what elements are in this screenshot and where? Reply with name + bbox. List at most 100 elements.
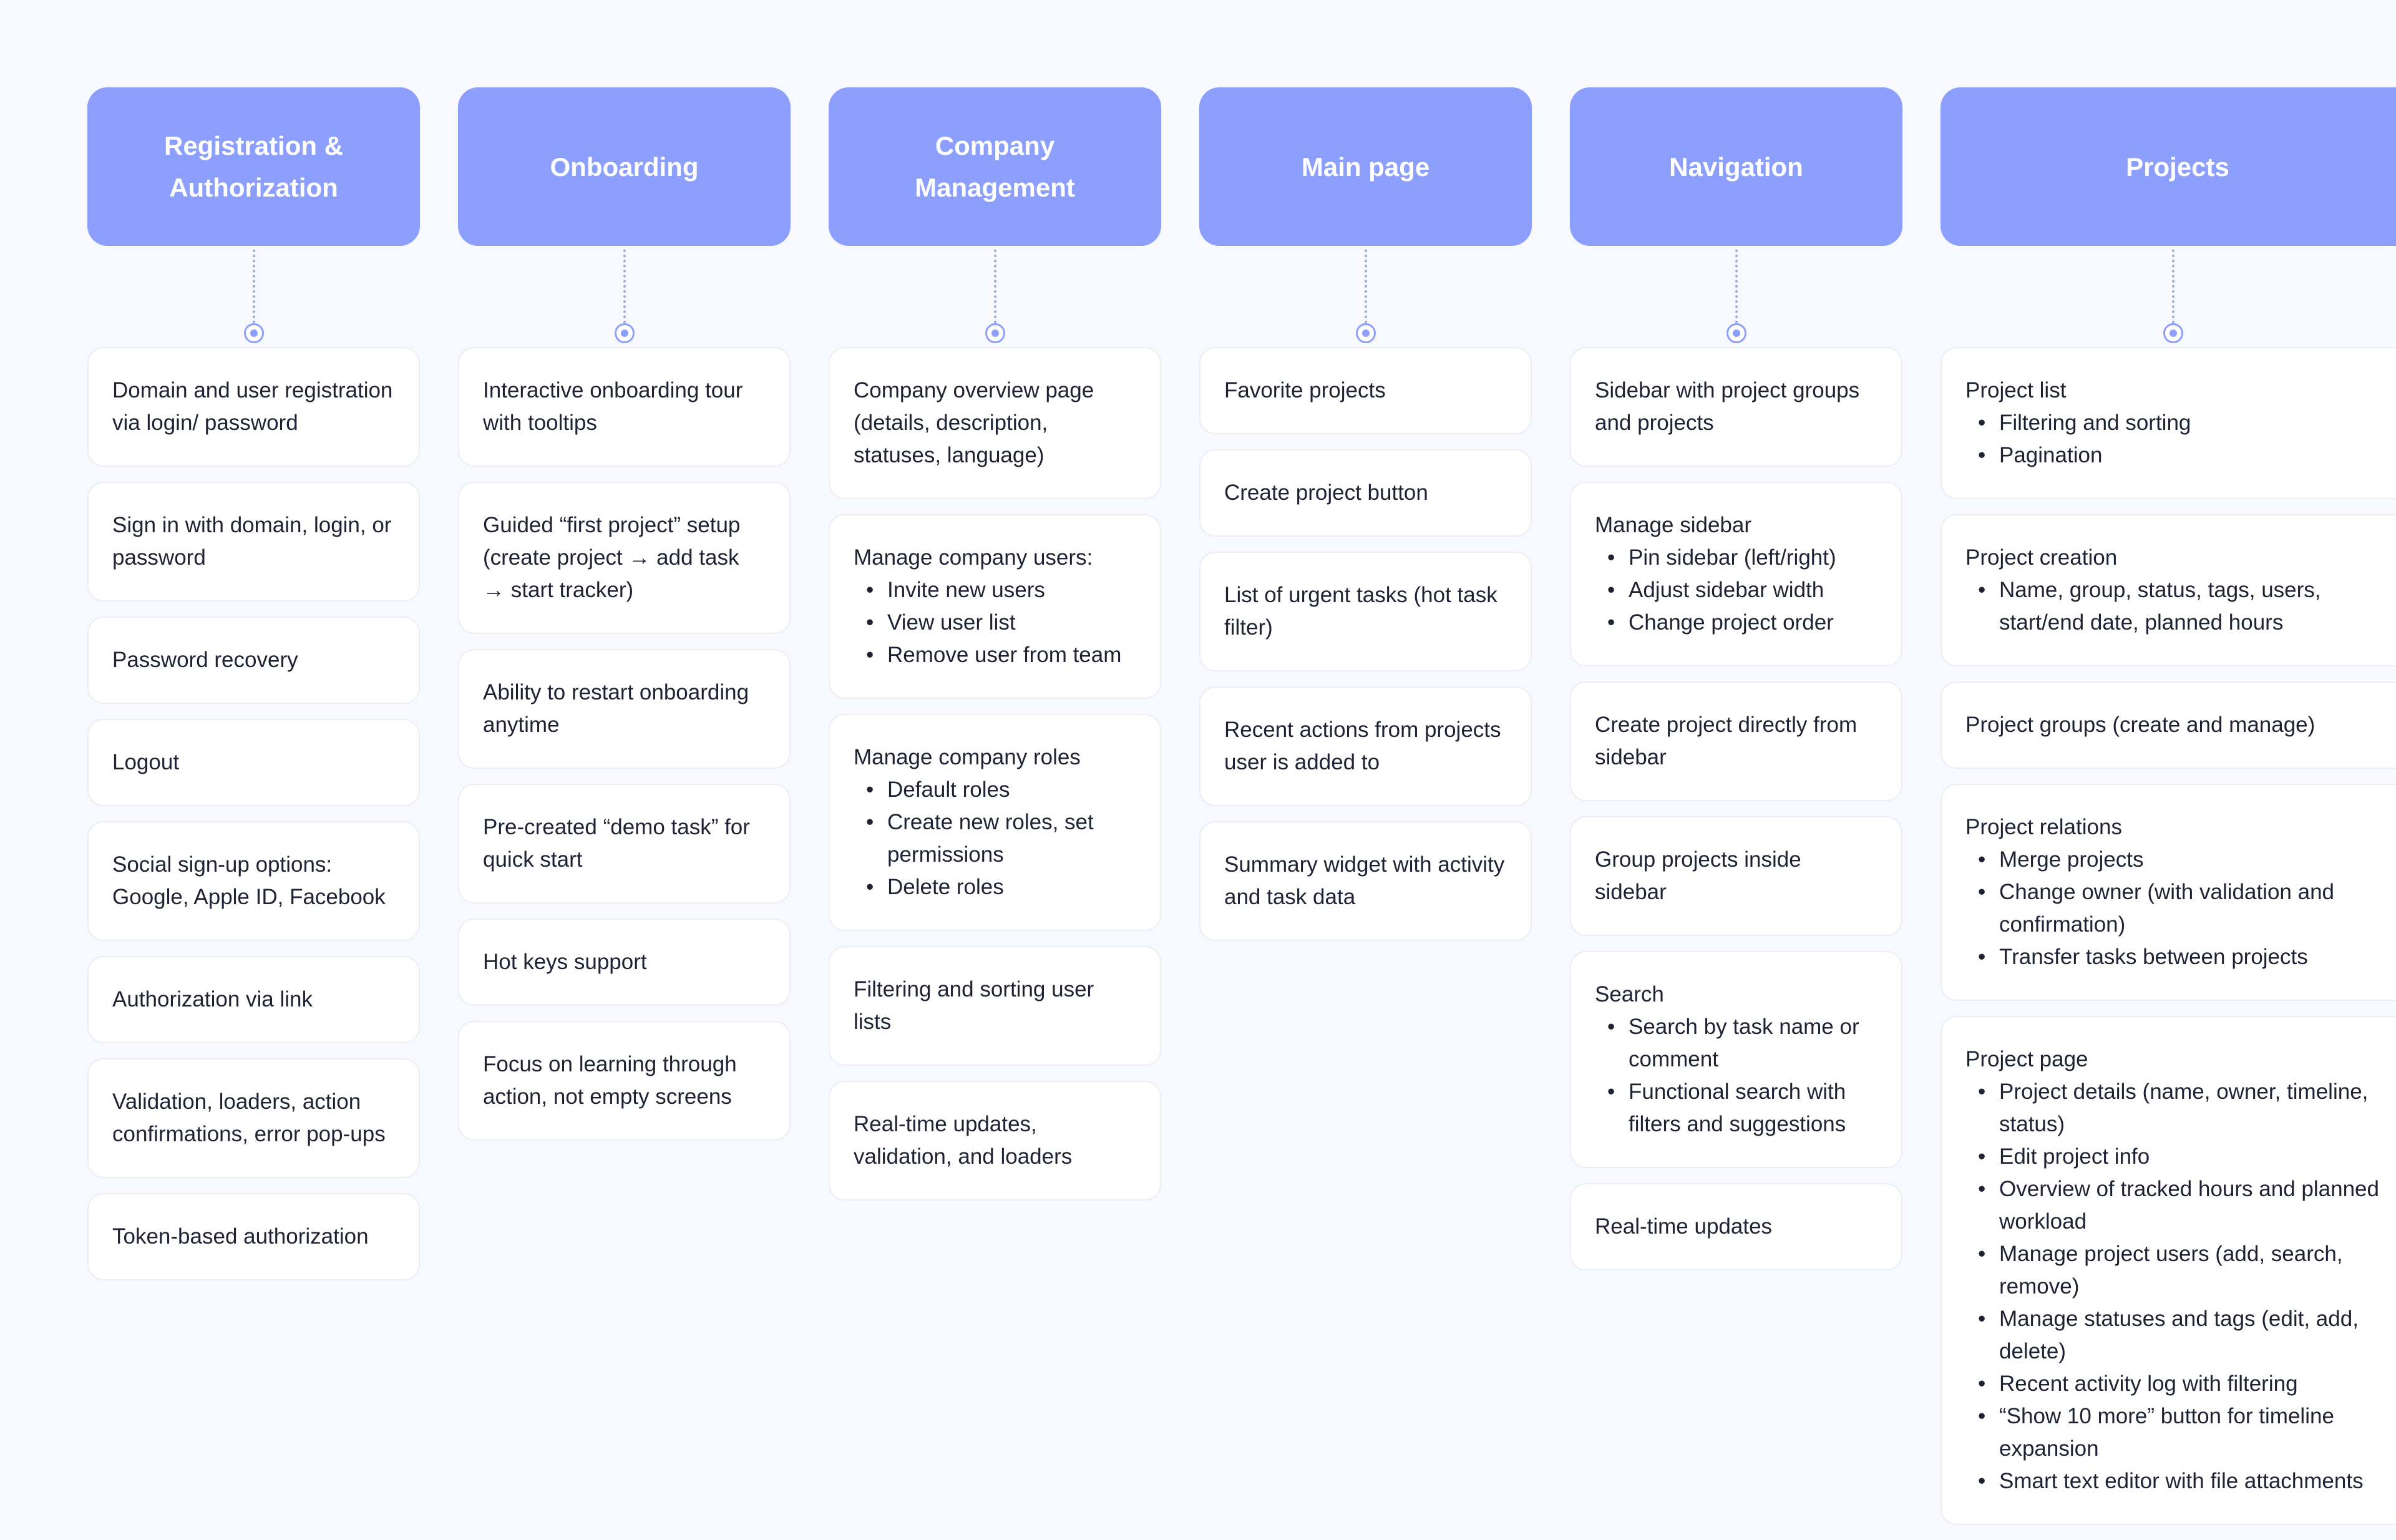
connector (1941, 246, 2396, 343)
feature-card: Focus on learning through action, not em… (458, 1021, 791, 1141)
feature-card-title: List of urgent tasks (hot task filter) (1224, 583, 1497, 640)
feature-sublist: Search by task name or commentFunctional… (1595, 1011, 1877, 1141)
column-header: Navigation (1570, 87, 1902, 246)
feature-card-title: Real-time updates, validation, and loade… (854, 1112, 1073, 1169)
connector (1570, 246, 1902, 343)
feature-sublist-item: Project details (name, owner, timeline, … (1965, 1076, 2390, 1141)
feature-card: Recent actions from projects user is add… (1199, 686, 1532, 806)
feature-card-title: Create project button (1224, 480, 1428, 505)
feature-card-title: Create project directly from sidebar (1595, 713, 1858, 769)
feature-card-title: Sidebar with project groups and projects (1595, 378, 1860, 435)
column-header: Projects (1941, 87, 2396, 246)
feature-card: Guided “first project” setup (create pro… (458, 482, 791, 634)
feature-sublist: Project details (name, owner, timeline, … (1965, 1076, 2390, 1498)
column-header: Main page (1199, 87, 1532, 246)
feature-card-title: Project creation (1965, 545, 2118, 570)
feature-card-title: Interactive onboarding tour with tooltip… (483, 378, 743, 435)
feature-sublist-item: Transfer tasks between projects (1965, 941, 2390, 973)
feature-card: Ability to restart onboarding anytime (458, 649, 791, 769)
dotted-connector-line (1364, 250, 1367, 323)
feature-card-title: Recent actions from projects user is add… (1224, 718, 1501, 774)
feature-card: List of urgent tasks (hot task filter) (1199, 552, 1532, 671)
feature-card-title: Guided “first project” setup (create pro… (483, 513, 741, 602)
feature-list: Domain and user registration via login/ … (87, 347, 420, 1280)
column-header-title: Onboarding (550, 152, 699, 182)
feature-card-title: Company overview page (details, descript… (854, 378, 1094, 467)
column-header: Registration & Authorization (87, 87, 420, 246)
feature-card-title: Sign in with domain, login, or password (112, 513, 392, 570)
feature-sublist-item: Name, group, status, tags, users, start/… (1965, 574, 2390, 639)
feature-card-title: Project groups (create and manage) (1965, 713, 2316, 737)
feature-sublist-item: Remove user from team (854, 639, 1136, 671)
feature-card-title: Project page (1965, 1047, 2088, 1071)
feature-card-title: Manage sidebar (1595, 513, 1751, 537)
feature-card: Project listFiltering and sortingPaginat… (1941, 347, 2396, 499)
feature-sublist-item: Functional search with filters and sugge… (1595, 1076, 1877, 1141)
column-header: Onboarding (458, 87, 791, 246)
feature-sublist-item: Pin sidebar (left/right) (1595, 542, 1877, 574)
feature-card: Social sign-up options: Google, Apple ID… (87, 821, 420, 941)
feature-card-title: Validation, loaders, action confirmation… (112, 1089, 386, 1146)
feature-sublist-item: Change project order (1595, 607, 1877, 639)
feature-card-title: Pre-created “demo task” for quick start (483, 815, 750, 872)
feature-card: Interactive onboarding tour with tooltip… (458, 347, 791, 467)
feature-card: Logout (87, 719, 420, 806)
feature-card: Manage sidebarPin sidebar (left/right)Ad… (1570, 482, 1902, 666)
feature-card-title: Domain and user registration via login/ … (112, 378, 393, 435)
feature-card-title: Summary widget with activity and task da… (1224, 852, 1505, 909)
column-header-title: Main page (1301, 152, 1430, 182)
feature-sublist-item: Change owner (with validation and confir… (1965, 876, 2390, 941)
feature-card: Project creationName, group, status, tag… (1941, 514, 2396, 666)
feature-card-title: Social sign-up options: Google, Apple ID… (112, 852, 386, 909)
connector-node-icon (1726, 323, 1746, 343)
feature-card: Hot keys support (458, 919, 791, 1006)
feature-card: Manage company rolesDefault rolesCreate … (829, 714, 1161, 931)
feature-card: Pre-created “demo task” for quick start (458, 784, 791, 904)
feature-card-title: Password recovery (112, 648, 298, 672)
column-header-title: Projects (2126, 152, 2229, 182)
feature-list: Company overview page (details, descript… (829, 347, 1161, 1201)
feature-card-title: Search (1595, 982, 1664, 1006)
feature-card: Validation, loaders, action confirmation… (87, 1058, 420, 1178)
feature-sublist-item: Smart text editor with file attachments (1965, 1465, 2390, 1498)
feature-sublist-item: Search by task name or comment (1595, 1011, 1877, 1076)
feature-card-title: Favorite projects (1224, 378, 1386, 402)
feature-card: Create project directly from sidebar (1570, 681, 1902, 801)
feature-card-title: Ability to restart onboarding anytime (483, 680, 749, 737)
feature-sublist: Default rolesCreate new roles, set permi… (854, 774, 1136, 904)
feature-card-title: Authorization via link (112, 987, 313, 1011)
feature-card: Real-time updates, validation, and loade… (829, 1081, 1161, 1201)
feature-card-title: Focus on learning through action, not em… (483, 1052, 737, 1109)
connector-node-icon (243, 323, 264, 343)
feature-card: Project relationsMerge projectsChange ow… (1941, 784, 2396, 1001)
feature-card: Password recovery (87, 616, 420, 704)
feature-card: Real-time updates (1570, 1183, 1902, 1270)
feature-sublist-item: Manage statuses and tags (edit, add, del… (1965, 1303, 2390, 1368)
feature-sublist-item: Invite new users (854, 574, 1136, 607)
feature-sublist-item: Adjust sidebar width (1595, 574, 1877, 607)
feature-card-title: Filtering and sorting user lists (854, 977, 1094, 1034)
dotted-connector-line (993, 250, 996, 323)
feature-card: Filtering and sorting user lists (829, 946, 1161, 1066)
feature-list: Project listFiltering and sortingPaginat… (1941, 347, 2396, 1525)
feature-sublist: Merge projectsChange owner (with validat… (1965, 844, 2390, 973)
feature-card: Project groups (create and manage) (1941, 681, 2396, 769)
feature-card: Domain and user registration via login/ … (87, 347, 420, 467)
feature-card: Project pageProject details (name, owner… (1941, 1016, 2396, 1525)
feature-list: Interactive onboarding tour with tooltip… (458, 347, 791, 1141)
feature-list: Sidebar with project groups and projects… (1570, 347, 1902, 1270)
dotted-connector-line (2172, 250, 2174, 323)
feature-card-title: Manage company roles (854, 745, 1081, 769)
connector (87, 246, 420, 343)
dotted-connector-line (1735, 250, 1738, 323)
feature-card-title: Project relations (1965, 815, 2122, 839)
column-header-title: Registration & Authorization (163, 131, 344, 202)
feature-card-title: Manage company users: (854, 545, 1093, 570)
feature-card: Manage company users:Invite new usersVie… (829, 514, 1161, 699)
